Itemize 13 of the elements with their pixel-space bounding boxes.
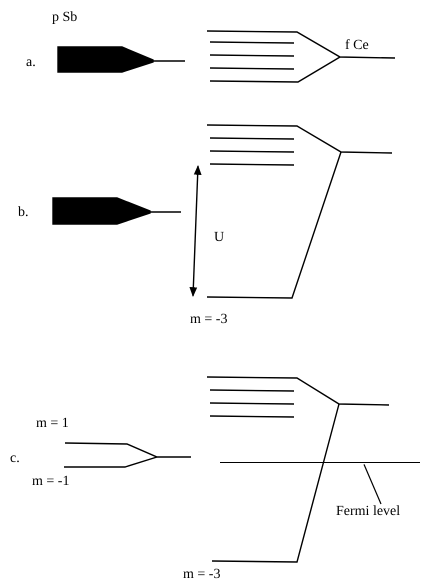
fermi-level-line — [220, 462, 420, 464]
level-label: m = -1 — [32, 474, 70, 490]
level-label: m = 1 — [36, 416, 69, 432]
dimension-label: U — [214, 230, 224, 246]
level-label: f Ce — [345, 38, 369, 54]
level-label: p Sb — [52, 10, 78, 26]
leader-line — [363, 464, 382, 504]
panel-label: c. — [10, 451, 20, 467]
level-label: m = -3 — [190, 312, 228, 328]
panel-label: b. — [18, 205, 28, 221]
panel-label: a. — [26, 55, 36, 71]
level-label: m = -3 — [183, 567, 220, 582]
leader-text: Fermi level — [336, 504, 428, 520]
